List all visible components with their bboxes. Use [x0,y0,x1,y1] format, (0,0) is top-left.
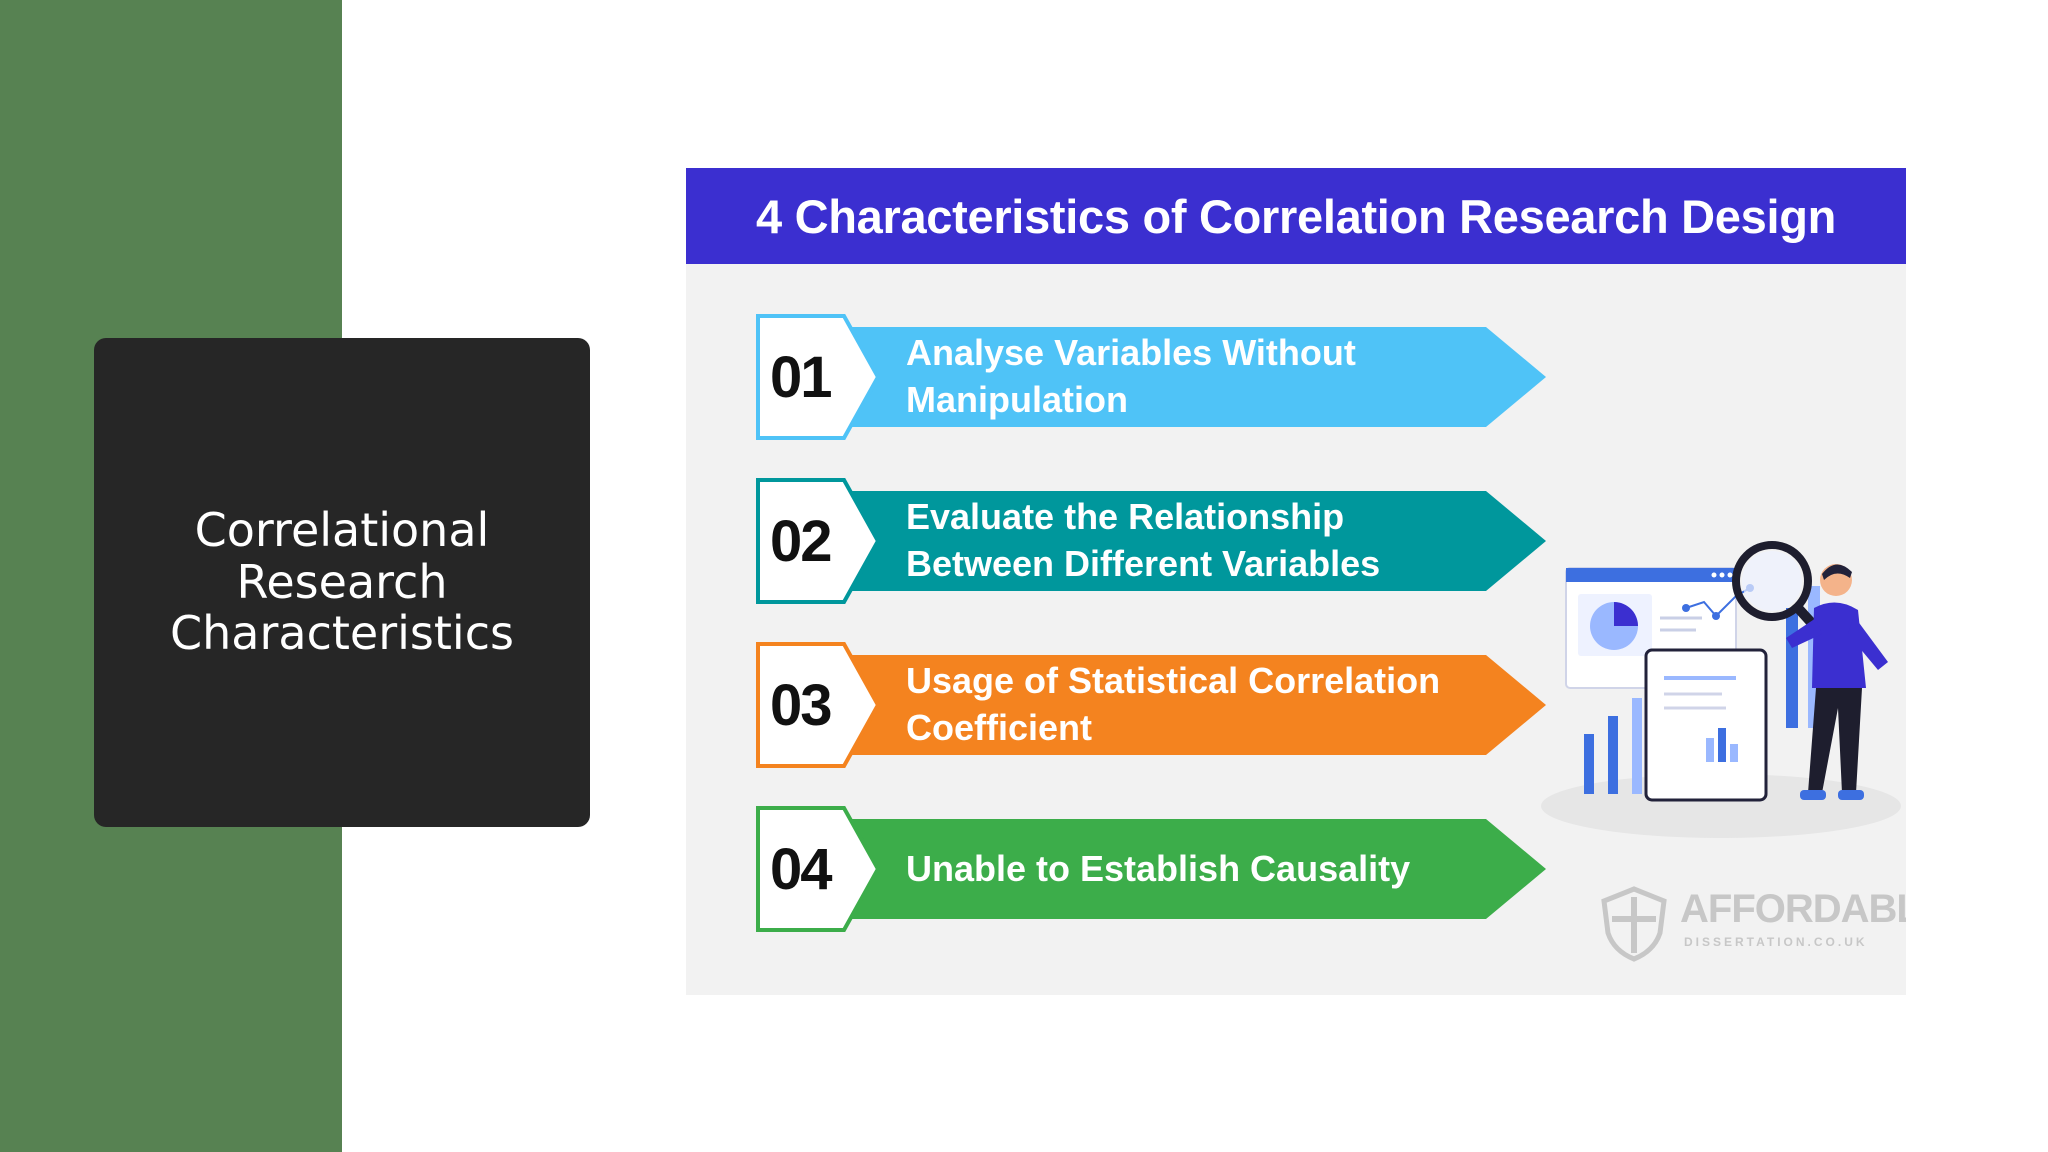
characteristic-label-line: Evaluate the Relationship [906,496,1345,538]
chevron-arrow-shape [756,806,1546,932]
infographic-image: 4 Characteristics of Correlation Researc… [686,168,1906,995]
logo-subtext: DISSERTATION.CO.UK [1684,935,1868,949]
infographic-header: 4 Characteristics of Correlation Researc… [686,168,1906,264]
characteristic-label-line: Usage of Statistical Correlation [906,660,1441,702]
characteristic-label-line: Unable to Establish Causality [906,847,1411,889]
affordable-logo: AFFORDABLE. DISSERTATION.CO.UK [1594,883,1906,963]
analytics-illustration-icon [1541,541,1901,838]
chevron-arrow-shape [756,314,1546,440]
characteristic-label: Usage of Statistical Correlation Coeffic… [906,655,1506,755]
chevron-arrow-shape [756,478,1546,604]
characteristic-number: 01 [770,344,833,410]
characteristic-row-3: 03 Usage of Statistical Correlation Coef… [756,642,1546,768]
slide-title-line-3: Characteristics [170,606,514,661]
characteristic-number: 02 [770,508,833,574]
characteristic-label: Evaluate the Relationship Between Differ… [906,491,1506,591]
characteristic-row-4: 04 Unable to Establish Causality [756,806,1546,932]
shield-logo-icon [1601,886,1667,962]
characteristic-label-line: Manipulation [906,379,1128,420]
infographic-title: 4 Characteristics of Correlation Researc… [755,189,1837,243]
chevron-arrow-shape [756,642,1546,768]
characteristic-row-2: 02 Evaluate the Relationship Between Dif… [756,478,1546,604]
logo-name: AFFORDABLE. [1680,887,1906,931]
characteristic-label-line: Analyse Variables Without [906,332,1356,374]
characteristic-label: Unable to Establish Causality [906,819,1506,919]
slide-title-card: Correlational Research Characteristics [94,338,590,827]
slide-title: Correlational Research Characteristics [150,505,534,660]
characteristic-row-1: 01 Analyse Variables Without Manipulatio… [756,314,1546,440]
characteristic-number: 04 [770,836,833,902]
characteristic-label-line: Coefficient [906,707,1093,748]
characteristic-number: 03 [770,672,833,738]
slide-title-line-1: Correlational [194,503,490,558]
characteristic-label: Analyse Variables Without Manipulation [906,327,1506,427]
slide-title-line-2: Research [236,554,448,609]
characteristic-label-line: Between Different Variables [906,543,1381,584]
